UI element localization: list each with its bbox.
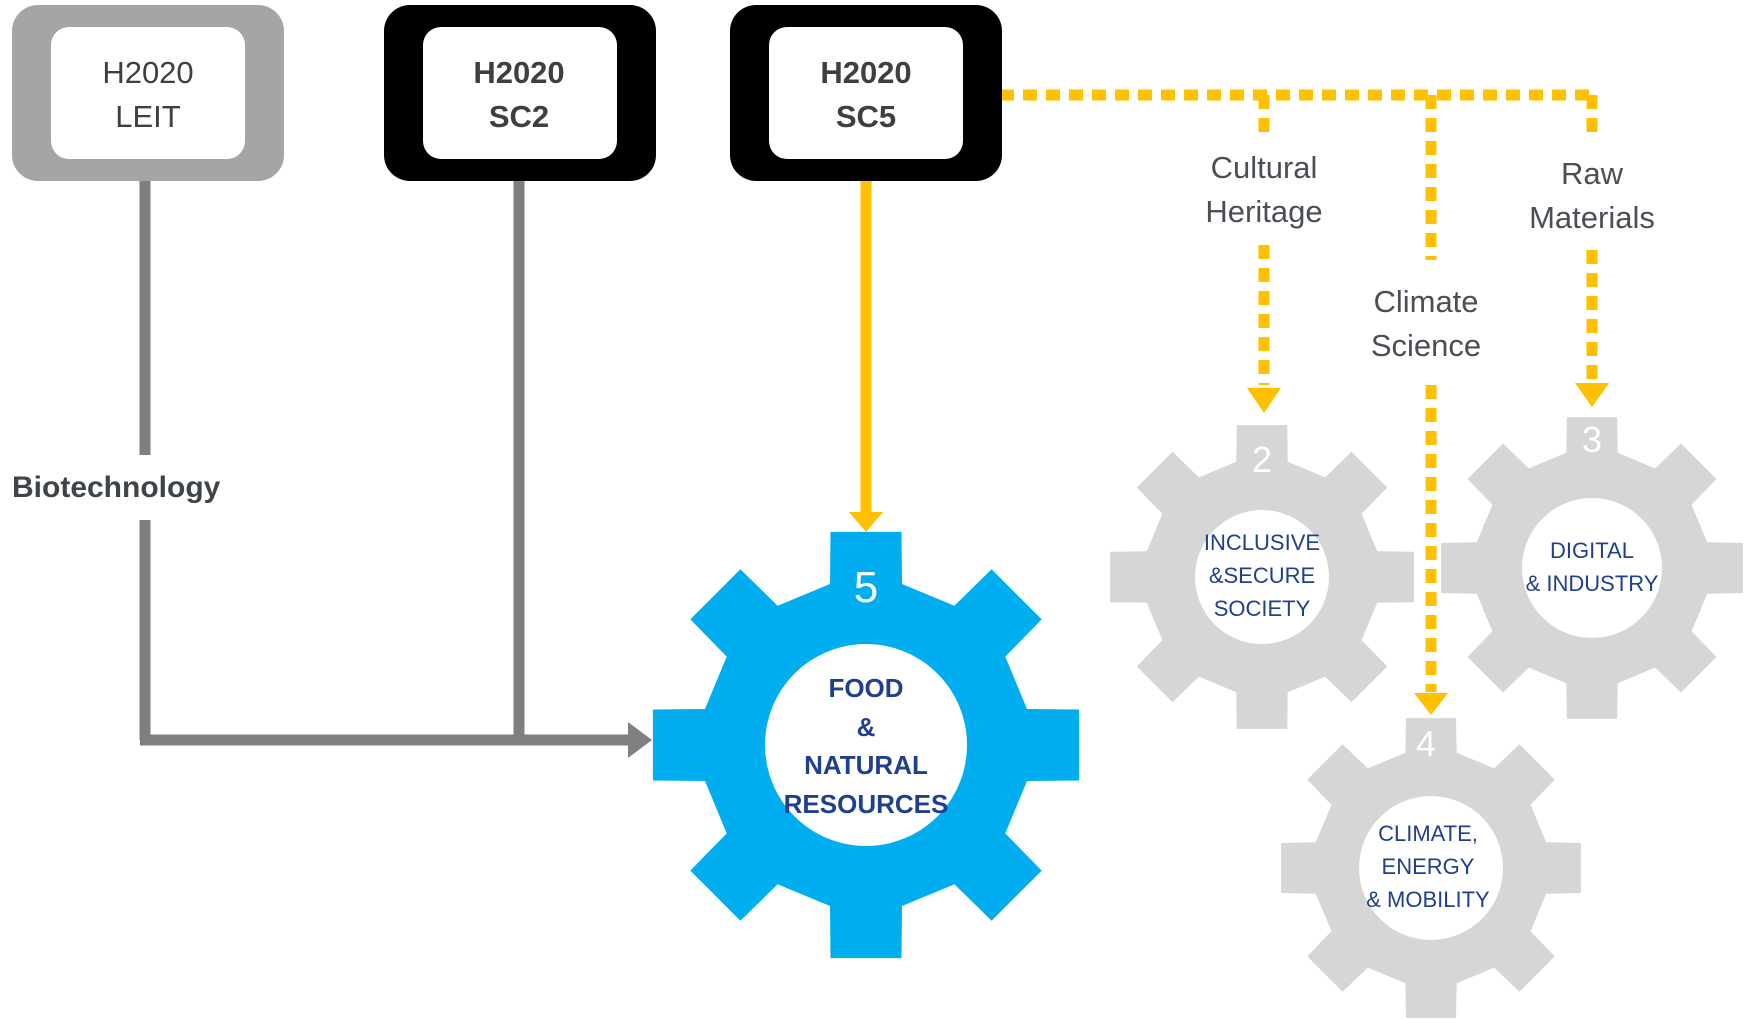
arrow-head-to-food-gear <box>628 722 652 758</box>
biotechnology-label: Biotechnology <box>12 471 221 504</box>
sc5-label-line1: H2020 <box>820 55 911 90</box>
climate-gear-hub <box>1359 796 1503 940</box>
cultural-heritage-label-line2: Heritage <box>1205 194 1322 229</box>
food-gear-line4: RESOURCES <box>784 789 949 819</box>
source-box-sc2: H2020 SC2 <box>384 5 656 181</box>
digital-gear-line2: & INDUSTRY <box>1526 571 1659 596</box>
leit-inner-panel <box>51 27 245 159</box>
digital-gear-line1: DIGITAL <box>1550 538 1634 563</box>
society-gear-line2: &SECURE <box>1209 563 1315 588</box>
sc5-arrow-head <box>849 512 883 532</box>
food-gear-line1: FOOD <box>828 673 903 703</box>
gear-food-natural-resources: 5 FOOD & NATURAL RESOURCES <box>652 531 1080 959</box>
food-gear-line2: & <box>857 712 876 742</box>
society-gear-line3: SOCIETY <box>1214 596 1311 621</box>
gear-digital-industry: 3 DIGITAL & INDUSTRY <box>1441 417 1743 719</box>
digital-gear-hub <box>1522 498 1662 638</box>
gear-inclusive-secure-society: 2 INCLUSIVE &SECURE SOCIETY <box>1110 425 1414 729</box>
arrow-head-to-climate-gear <box>1414 693 1448 715</box>
climate-gear-line1: CLIMATE, <box>1378 821 1478 846</box>
society-gear-hub <box>1195 510 1329 644</box>
food-gear-number: 5 <box>854 563 878 612</box>
arrow-head-to-society-gear <box>1247 388 1281 413</box>
cultural-heritage-label-line1: Cultural <box>1211 150 1318 185</box>
climate-science-label-line1: Climate <box>1373 284 1478 319</box>
yellow-dotted-connectors <box>1000 89 1598 692</box>
sc2-label-line2: SC2 <box>489 99 549 134</box>
climate-gear-line3: & MOBILITY <box>1366 887 1490 912</box>
climate-gear-line2: ENERGY <box>1382 854 1475 879</box>
source-box-sc5: H2020 SC5 <box>730 5 1002 181</box>
sc5-label-line2: SC5 <box>836 99 896 134</box>
sc2-inner-panel <box>423 27 617 159</box>
society-gear-number: 2 <box>1252 439 1272 480</box>
gear-climate-energy-mobility: 4 CLIMATE, ENERGY & MOBILITY <box>1281 718 1581 1018</box>
food-gear-hub <box>765 644 967 846</box>
climate-science-label-line2: Science <box>1371 328 1481 363</box>
grey-connectors <box>139 175 640 746</box>
raw-materials-label-line2: Materials <box>1529 200 1655 235</box>
sc2-label-line1: H2020 <box>473 55 564 90</box>
source-box-leit: H2020 LEIT <box>12 5 284 181</box>
arrow-head-to-digital-gear <box>1575 383 1609 407</box>
society-gear-line1: INCLUSIVE <box>1204 530 1320 555</box>
food-gear-line3: NATURAL <box>804 750 928 780</box>
climate-gear-number: 4 <box>1416 723 1436 764</box>
sc5-inner-panel <box>769 27 963 159</box>
raw-materials-label-line1: Raw <box>1561 156 1624 191</box>
leit-label-line2: LEIT <box>115 99 181 134</box>
leit-label-line1: H2020 <box>102 55 193 90</box>
digital-gear-number: 3 <box>1582 419 1602 460</box>
